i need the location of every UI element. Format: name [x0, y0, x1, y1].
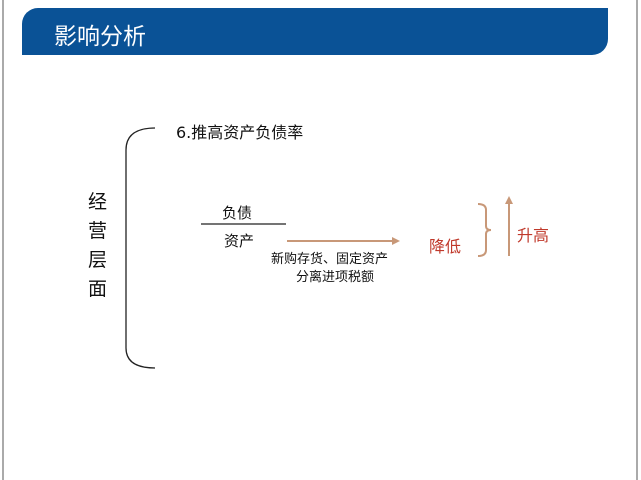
- point-heading: 6.推高资产负债率: [176, 123, 304, 142]
- side-label: 经营层面: [88, 191, 108, 300]
- denominator: 资产: [224, 232, 255, 250]
- title-bar: 影响分析: [22, 8, 608, 55]
- left-brace: [125, 127, 156, 369]
- cause-arrowhead: [392, 237, 400, 245]
- slide-title: 影响分析: [54, 24, 146, 50]
- effect-decrease: 降低: [429, 237, 462, 256]
- numerator: 负债: [222, 204, 253, 222]
- left-border: [2, 0, 4, 480]
- right-border: [636, 0, 638, 480]
- effect-increase: 升高: [517, 226, 550, 245]
- up-arrowhead: [505, 196, 513, 204]
- cause-line-2: 分离进项税额: [296, 270, 375, 285]
- cause-line-1: 新购存货、固定资产: [271, 252, 389, 267]
- right-brace: [477, 203, 492, 257]
